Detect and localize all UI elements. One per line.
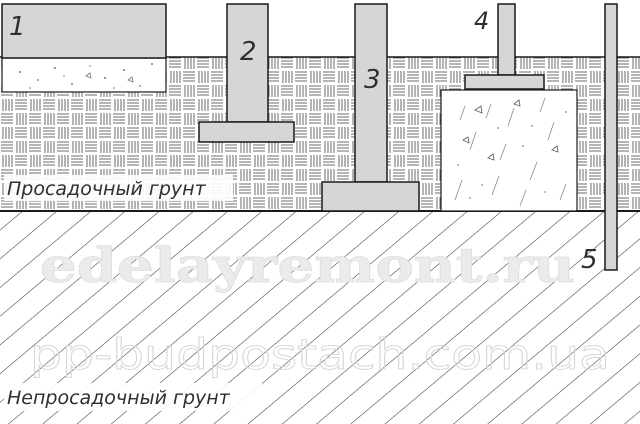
- foundation-4: 4: [440, 3, 578, 212]
- aggregate-dots-1: [19, 63, 153, 89]
- foundation-label-2: 2: [240, 37, 257, 67]
- upper-soil-label: Просадочный грунт: [7, 178, 207, 200]
- footing-3: [321, 181, 420, 212]
- watermark-bottom: pp-budpostach.com.ua: [30, 330, 610, 379]
- foundation-label-3: 3: [364, 65, 381, 95]
- upper-soil-label-backing: [4, 175, 233, 201]
- pile-5: [604, 3, 618, 271]
- column-2: [226, 3, 269, 123]
- column-4: [497, 3, 516, 76]
- column-3: [354, 3, 388, 183]
- foundation-2: 2: [198, 3, 295, 143]
- foundation-5: 5: [581, 3, 618, 275]
- foundation-3: 3: [321, 3, 420, 212]
- footing-2: [198, 121, 295, 143]
- soil-cushion-4: [440, 89, 578, 212]
- foundation-label-5: 5: [581, 245, 598, 275]
- foundation-label-4: 4: [474, 7, 489, 35]
- foundation-label-1: 1: [9, 12, 26, 42]
- foundation-block-1: [1, 3, 167, 59]
- soil-cushion-1: [1, 57, 167, 93]
- lower-soil-label: Непросадочный грунт: [7, 387, 231, 409]
- lower-soil-label-backing: [4, 383, 262, 411]
- footing-4: [464, 74, 545, 90]
- watermark-top: edelayremont.ru: [40, 238, 575, 294]
- foundation-1: 1: [1, 3, 167, 93]
